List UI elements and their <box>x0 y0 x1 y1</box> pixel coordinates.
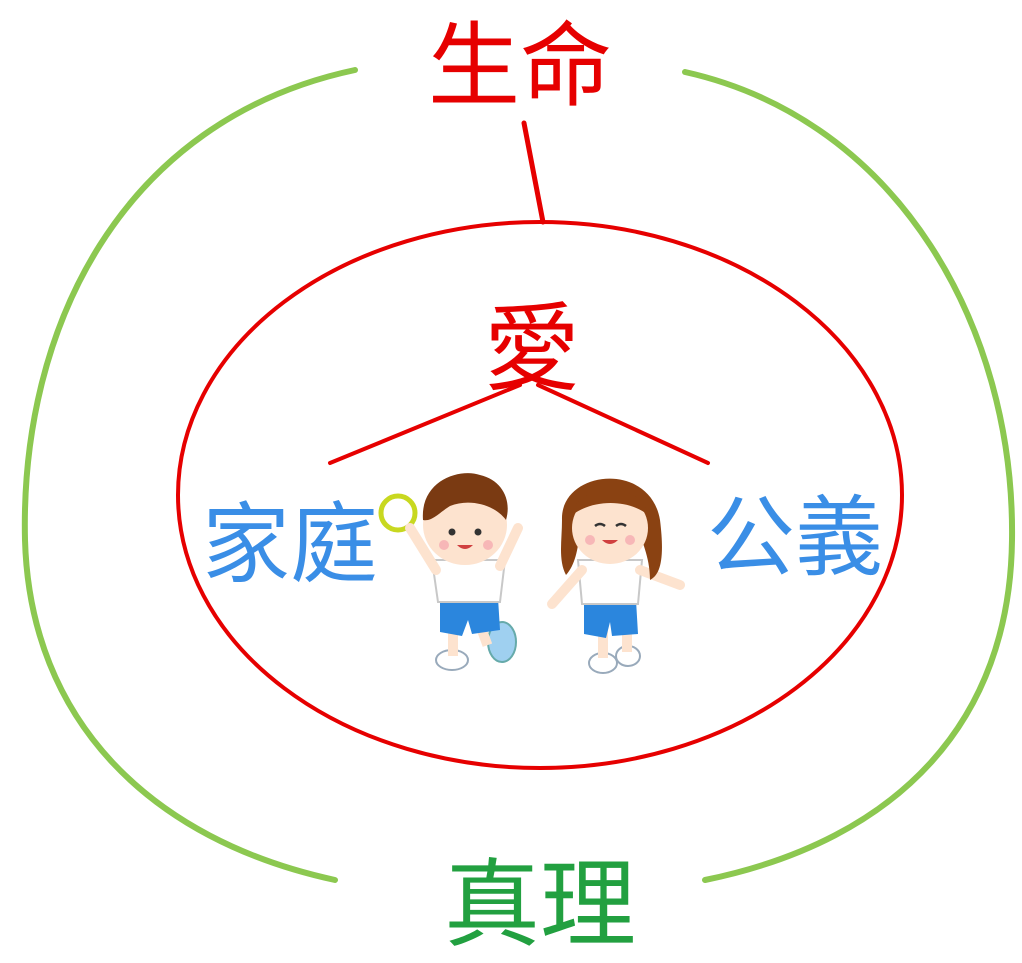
boy-figure <box>378 473 523 671</box>
love-label: 愛 <box>484 293 580 405</box>
inner-ring <box>176 220 904 770</box>
girl-figure <box>547 478 685 674</box>
love-branch-left <box>328 383 522 465</box>
outer-arc-left <box>21 67 358 883</box>
truth-label: 真理 <box>444 849 636 961</box>
toy-ring-icon <box>378 493 418 533</box>
children-illustration <box>378 473 685 674</box>
justice-label: 公義 <box>707 486 883 589</box>
life-connector <box>521 120 546 225</box>
family-label: 家庭 <box>202 493 378 596</box>
outer-arc-right <box>682 69 1016 883</box>
love-branch-right <box>536 383 710 465</box>
life-label: 生命 <box>428 13 612 120</box>
